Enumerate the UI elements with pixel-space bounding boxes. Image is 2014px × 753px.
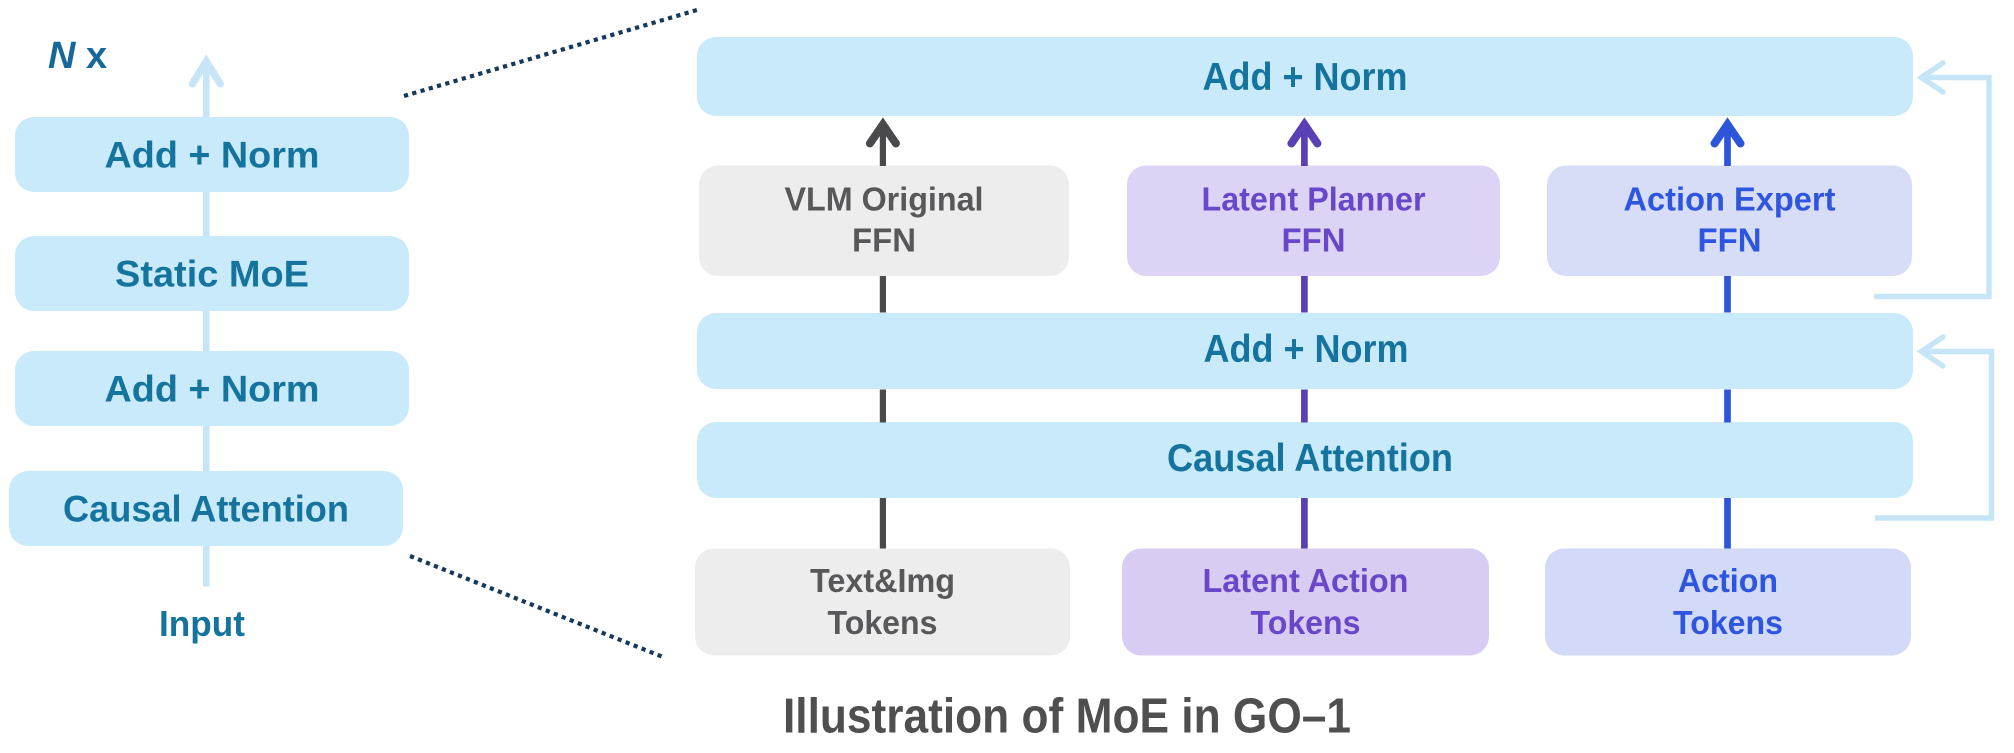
svg-text:Add + Norm: Add + Norm xyxy=(1204,328,1409,371)
svg-text:VLM Original: VLM Original xyxy=(785,181,984,218)
svg-text:Add + Norm: Add + Norm xyxy=(105,369,320,410)
svg-text:Latent Planner: Latent Planner xyxy=(1202,181,1426,218)
svg-text:Causal Attention: Causal Attention xyxy=(1167,437,1453,480)
svg-text:Tokens: Tokens xyxy=(1251,604,1361,641)
svg-text:FFN: FFN xyxy=(1698,222,1762,259)
svg-text:N x: N x xyxy=(48,35,107,77)
svg-text:Add + Norm: Add + Norm xyxy=(1203,56,1408,99)
svg-text:Static MoE: Static MoE xyxy=(115,254,309,295)
svg-text:Causal Attention: Causal Attention xyxy=(63,489,349,530)
svg-text:Tokens: Tokens xyxy=(828,604,938,641)
svg-text:Add + Norm: Add + Norm xyxy=(105,135,320,176)
svg-text:Latent Action: Latent Action xyxy=(1203,562,1409,599)
svg-text:FFN: FFN xyxy=(852,222,916,259)
svg-text:Illustration of MoE in GO–1: Illustration of MoE in GO–1 xyxy=(783,690,1351,744)
svg-text:Input: Input xyxy=(159,603,245,644)
svg-text:Action: Action xyxy=(1678,562,1778,599)
svg-text:Tokens: Tokens xyxy=(1673,604,1783,641)
svg-text:Action Expert: Action Expert xyxy=(1624,181,1836,218)
svg-text:FFN: FFN xyxy=(1282,222,1346,259)
svg-text:Text&Img: Text&Img xyxy=(810,562,955,599)
